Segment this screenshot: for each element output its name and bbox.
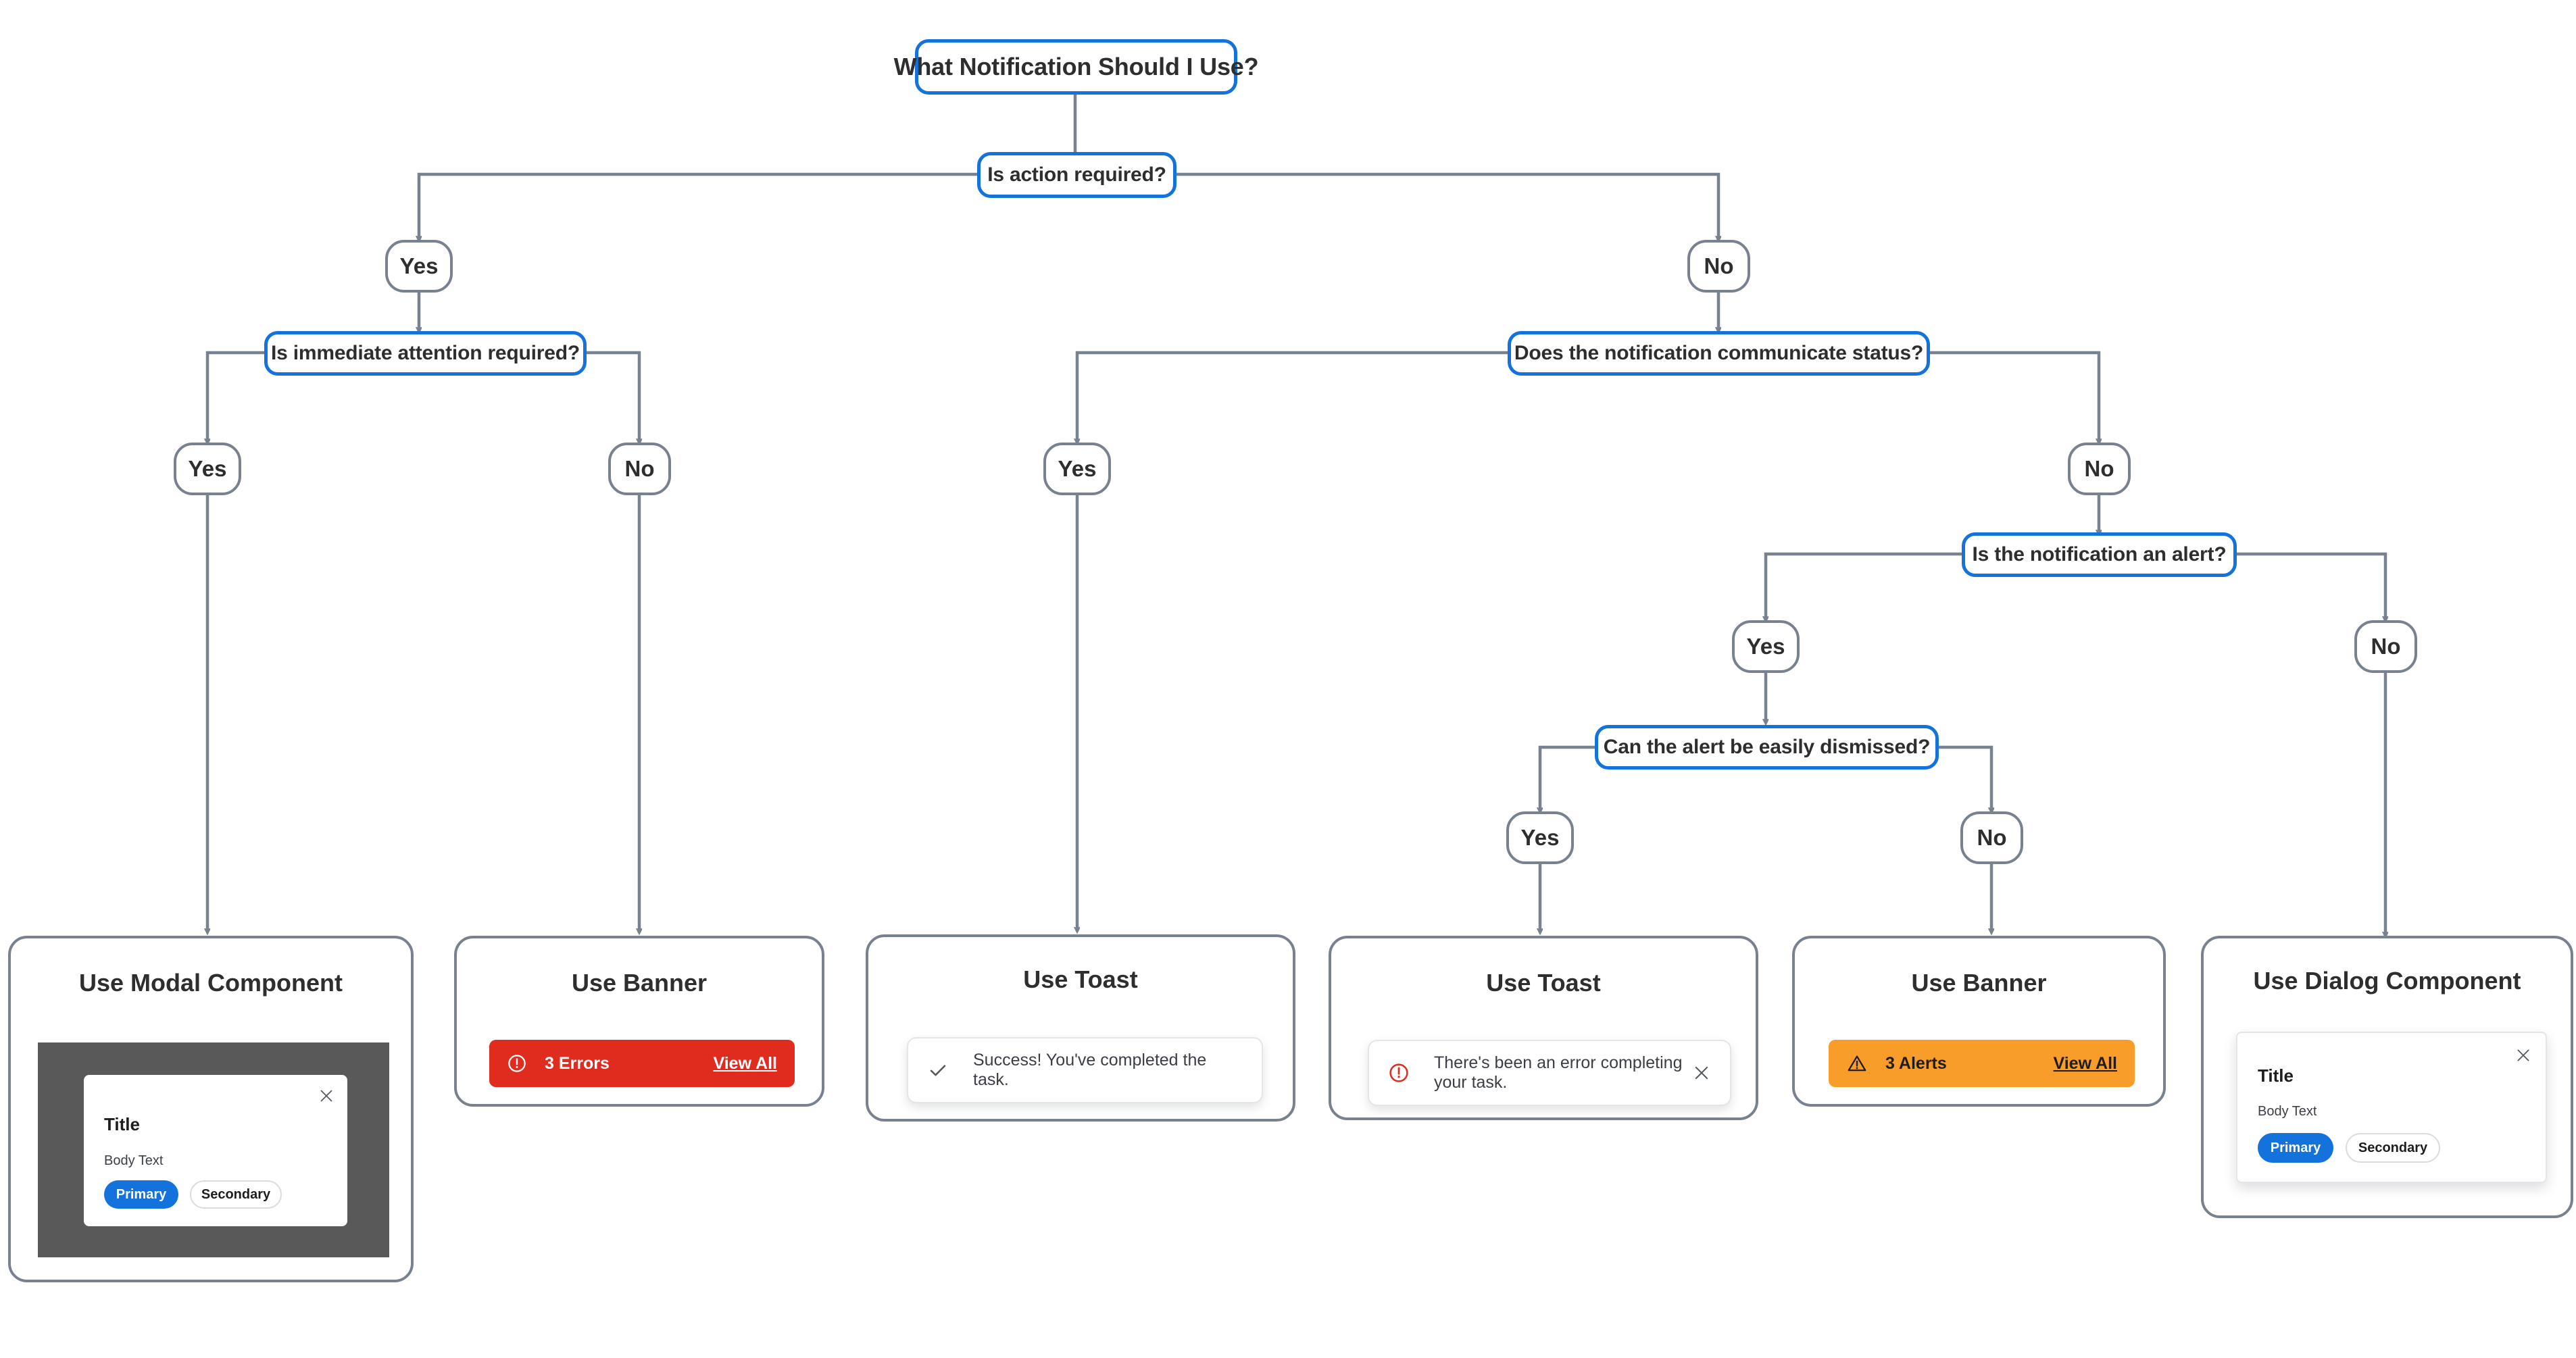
node-can-alert-be-dismissed[interactable]: Can the alert be easily dismissed? xyxy=(1595,725,1939,770)
close-icon[interactable] xyxy=(2512,1044,2535,1067)
node-is-immediate-attention-required[interactable]: Is immediate attention required? xyxy=(264,331,587,376)
branch-pill-dismiss-no[interactable]: No xyxy=(1960,811,2023,864)
dialog-component[interactable]: Title Body Text Primary Secondary xyxy=(2236,1032,2547,1183)
close-icon[interactable] xyxy=(1692,1063,1711,1082)
node-can-alert-be-dismissed-label: Can the alert be easily dismissed? xyxy=(1603,736,1931,758)
modal-dialog-body: Body Text xyxy=(104,1153,164,1168)
card-title: Use Dialog Component xyxy=(2253,967,2521,995)
banner-error[interactable]: 3 Errors View All xyxy=(489,1040,795,1087)
branch-pill-immediate-yes[interactable]: Yes xyxy=(174,443,241,495)
close-icon[interactable] xyxy=(315,1084,338,1107)
node-is-action-required-label: Is action required? xyxy=(987,164,1166,186)
toast-error[interactable]: There's been an error completing your ta… xyxy=(1368,1040,1731,1106)
error-circle-icon xyxy=(507,1053,527,1074)
modal-primary-button[interactable]: Primary xyxy=(104,1180,178,1209)
warning-triangle-icon xyxy=(1846,1053,1868,1074)
branch-pill-label: Yes xyxy=(188,456,227,481)
branch-pill-alert-yes[interactable]: Yes xyxy=(1732,620,1800,673)
branch-pill-dismiss-yes[interactable]: Yes xyxy=(1506,811,1574,864)
dialog-title: Title xyxy=(2258,1065,2294,1086)
branch-pill-label: Yes xyxy=(1746,634,1785,659)
modal-secondary-button[interactable]: Secondary xyxy=(190,1180,282,1209)
modal-dialog-title: Title xyxy=(104,1114,140,1134)
branch-pill-status-yes[interactable]: Yes xyxy=(1043,443,1111,495)
node-is-notification-an-alert[interactable]: Is the notification an alert? xyxy=(1962,532,2237,577)
branch-pill-label: No xyxy=(1977,825,2007,850)
branch-pill-immediate-no[interactable]: No xyxy=(608,443,671,495)
toast-success[interactable]: Success! You've completed the task. xyxy=(907,1037,1263,1103)
branch-pill-status-no[interactable]: No xyxy=(2068,443,2131,495)
branch-pill-label: No xyxy=(1704,253,1734,278)
branch-pill-label: No xyxy=(2371,634,2401,659)
card-use-dialog-component[interactable]: Use Dialog Component Title Body Text Pri… xyxy=(2201,936,2573,1218)
banner-error-label: 3 Errors xyxy=(545,1053,610,1073)
branch-pill-action-yes[interactable]: Yes xyxy=(385,240,453,293)
branch-pill-alert-no[interactable]: No xyxy=(2354,620,2417,673)
card-use-banner-alert[interactable]: Use Banner 3 Alerts View All xyxy=(1792,936,2166,1107)
card-use-toast-error[interactable]: Use Toast There's been an error completi… xyxy=(1329,936,1758,1120)
card-title: Use Toast xyxy=(1486,969,1601,997)
branch-pill-label: No xyxy=(624,456,655,481)
node-is-action-required[interactable]: Is action required? xyxy=(977,152,1176,198)
card-use-modal-component[interactable]: Use Modal Component Title Body Text Prim… xyxy=(8,936,414,1282)
node-root-question-label: What Notification Should I Use? xyxy=(893,53,1259,80)
branch-pill-label: Yes xyxy=(1520,825,1560,850)
node-does-notification-communicate-status[interactable]: Does the notification communicate status… xyxy=(1508,331,1930,376)
node-is-notification-an-alert-label: Is the notification an alert? xyxy=(1972,543,2227,565)
modal-dialog[interactable]: Title Body Text Primary Secondary xyxy=(84,1075,347,1226)
card-use-banner-error[interactable]: Use Banner 3 Errors View All xyxy=(454,936,824,1107)
card-title: Use Banner xyxy=(571,969,708,997)
check-icon xyxy=(927,1059,949,1081)
banner-alert-view-all-link[interactable]: View All xyxy=(2053,1053,2117,1073)
banner-alert[interactable]: 3 Alerts View All xyxy=(1829,1040,2135,1087)
card-use-toast-success[interactable]: Use Toast Success! You've completed the … xyxy=(866,934,1295,1122)
branch-pill-label: Yes xyxy=(1058,456,1097,481)
dialog-secondary-button[interactable]: Secondary xyxy=(2346,1133,2440,1163)
branch-pill-action-no[interactable]: No xyxy=(1687,240,1750,293)
node-root-question[interactable]: What Notification Should I Use? xyxy=(894,39,1259,95)
banner-error-view-all-link[interactable]: View All xyxy=(713,1053,777,1073)
dialog-body: Body Text xyxy=(2258,1104,2317,1119)
dialog-primary-button[interactable]: Primary xyxy=(2258,1133,2333,1163)
branch-pill-label: Yes xyxy=(399,253,439,278)
node-does-notification-communicate-status-label: Does the notification communicate status… xyxy=(1514,342,1924,364)
toast-success-text: Success! You've completed the task. xyxy=(973,1051,1207,1089)
banner-alert-label: 3 Alerts xyxy=(1885,1053,1947,1073)
toast-error-text: There's been an error completing your ta… xyxy=(1434,1053,1683,1092)
card-title: Use Toast xyxy=(1023,965,1138,993)
node-is-immediate-attention-required-label: Is immediate attention required? xyxy=(270,342,580,364)
branch-pill-label: No xyxy=(2084,456,2114,481)
card-title: Use Banner xyxy=(1911,969,2047,997)
card-title: Use Modal Component xyxy=(78,969,343,997)
error-circle-icon xyxy=(1388,1062,1410,1084)
